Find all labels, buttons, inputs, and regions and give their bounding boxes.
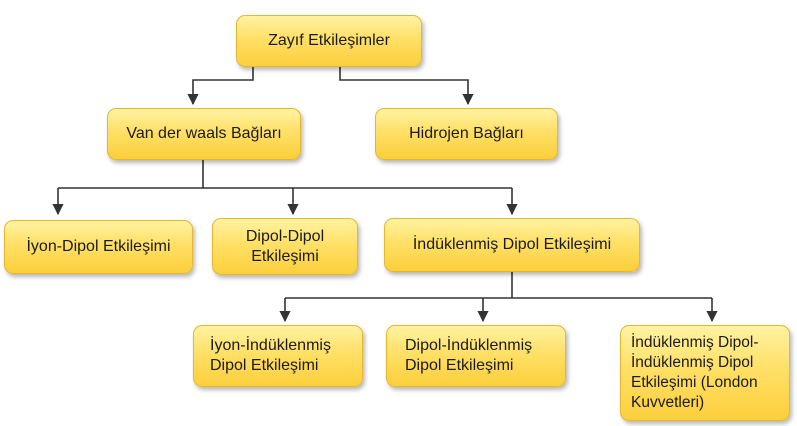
node-hidrojen-label: Hidrojen Bağları	[409, 125, 524, 142]
node-iyon-dipol-label: İyon-Dipol Etkileşimi	[26, 238, 171, 255]
node-zayif-etkilesimler-label: Zayıf Etkileşimler	[268, 32, 390, 49]
connector-root-to-hidrojen	[339, 67, 474, 106]
node-london-label: İndüklenmiş Dipol- İndüklenmiş Dipol Etk…	[631, 334, 759, 411]
node-zayif-etkilesimler: Zayıf Etkileşimler	[236, 15, 422, 67]
node-dipol-dipol-etkilesimi: Dipol-Dipol Etkileşimi	[212, 218, 358, 275]
node-dipol-induklenmis-dipol: Dipol-İndüklenmiş Dipol Etkileşimi	[386, 325, 566, 387]
node-iyon-induklenmis-dipol: İyon-İndüklenmiş Dipol Etkileşimi	[193, 325, 363, 387]
node-induklenmis-dipol-label: İndüklenmiş Dipol Etkileşimi	[412, 236, 612, 253]
node-van-der-waals-label: Van der waals Bağları	[126, 125, 282, 142]
node-iyon-dipol-etkilesimi: İyon-Dipol Etkileşimi	[4, 220, 193, 274]
node-hidrojen-baglari: Hidrojen Bağları	[375, 108, 558, 160]
node-london-kuvvetleri: İndüklenmiş Dipol- İndüklenmiş Dipol Etk…	[620, 325, 790, 421]
connector-root-to-vdw	[187, 67, 254, 106]
node-induklenmis-dipol-etkilesimi: İndüklenmiş Dipol Etkileşimi	[384, 218, 640, 272]
node-iyon-induklenmis-label: İyon-İndüklenmiş Dipol Etkileşimi	[210, 337, 331, 374]
node-dipol-induklenmis-label: Dipol-İndüklenmiş Dipol Etkileşimi	[405, 337, 533, 374]
node-van-der-waals-baglari: Van der waals Bağları	[107, 108, 301, 160]
node-dipol-dipol-label: Dipol-Dipol Etkileşimi	[245, 227, 325, 265]
